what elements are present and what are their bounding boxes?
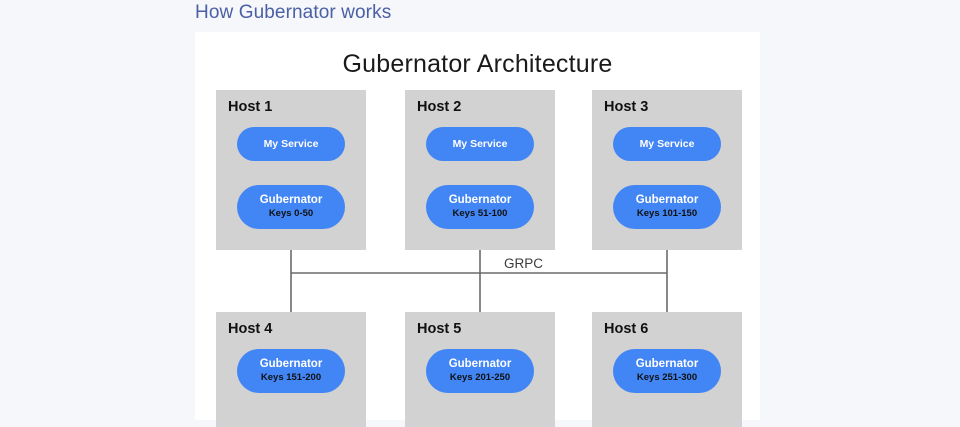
host-box-5[interactable]: Host 5 Gubernator Keys 201-250 [405, 312, 555, 427]
service-node-2[interactable]: My Service [426, 127, 534, 161]
host-box-6[interactable]: Host 6 Gubernator Keys 251-300 [592, 312, 742, 427]
gubernator-node-6[interactable]: Gubernator Keys 251-300 [613, 349, 721, 393]
page-title: How Gubernator works [195, 2, 392, 23]
gubernator-keys-4: Keys 151-200 [260, 371, 322, 383]
gubernator-keys-2: Keys 51-100 [452, 207, 508, 219]
host-box-2[interactable]: Host 2 My Service Gubernator Keys 51-100 [405, 90, 555, 250]
host-box-1[interactable]: Host 1 My Service Gubernator Keys 0-50 [216, 90, 366, 250]
gubernator-keys-5: Keys 201-250 [449, 371, 511, 383]
gubernator-title-2: Gubernator [448, 193, 512, 206]
gubernator-title-5: Gubernator [448, 357, 512, 370]
host-label-1: Host 1 [228, 99, 273, 115]
service-title-3: My Service [639, 137, 695, 150]
service-title-2: My Service [452, 137, 508, 150]
gubernator-title-3: Gubernator [635, 193, 699, 206]
gubernator-title-1: Gubernator [259, 193, 323, 206]
host-label-6: Host 6 [604, 321, 649, 337]
gubernator-title-6: Gubernator [635, 357, 699, 370]
gubernator-node-5[interactable]: Gubernator Keys 201-250 [426, 349, 534, 393]
gubernator-keys-3: Keys 101-150 [636, 207, 698, 219]
gubernator-title-4: Gubernator [259, 357, 323, 370]
gubernator-keys-6: Keys 251-300 [636, 371, 698, 383]
gubernator-node-1[interactable]: Gubernator Keys 0-50 [237, 185, 345, 229]
gubernator-node-4[interactable]: Gubernator Keys 151-200 [237, 349, 345, 393]
host-label-2: Host 2 [417, 99, 462, 115]
diagram-title: Gubernator Architecture [342, 50, 613, 78]
host-label-3: Host 3 [604, 99, 649, 115]
host-label-4: Host 4 [228, 321, 273, 337]
service-node-3[interactable]: My Service [613, 127, 721, 161]
diagram-card: Gubernator Architecture GRPC Host 1 My S… [195, 32, 760, 427]
host-label-5: Host 5 [417, 321, 462, 337]
grpc-bus-label: GRPC [500, 256, 548, 271]
host-box-3[interactable]: Host 3 My Service Gubernator Keys 101-15… [592, 90, 742, 250]
host-box-4[interactable]: Host 4 Gubernator Keys 151-200 [216, 312, 366, 427]
service-title-1: My Service [263, 137, 319, 150]
service-node-1[interactable]: My Service [237, 127, 345, 161]
gubernator-node-2[interactable]: Gubernator Keys 51-100 [426, 185, 534, 229]
gubernator-node-3[interactable]: Gubernator Keys 101-150 [613, 185, 721, 229]
gubernator-keys-1: Keys 0-50 [268, 207, 314, 219]
